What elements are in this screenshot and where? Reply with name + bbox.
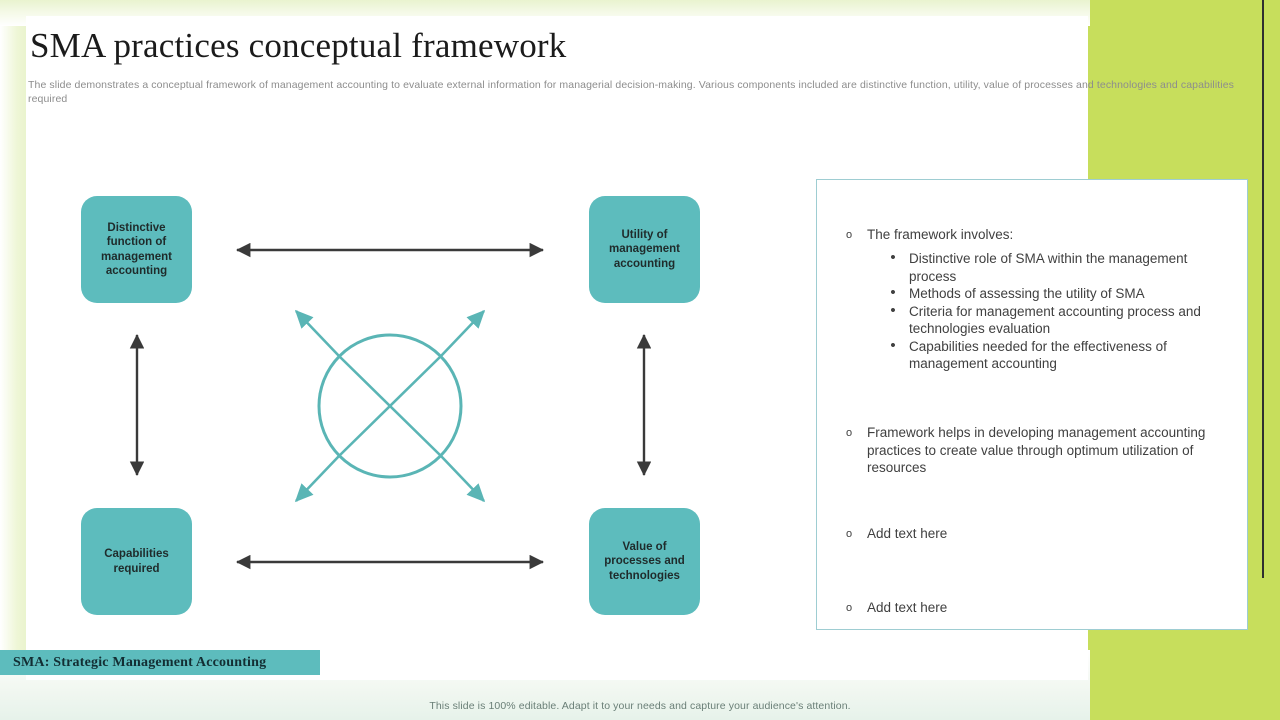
decorative-green-band-bottom — [1088, 648, 1280, 720]
node-value-processes[interactable]: Value of processes and technologies — [589, 508, 700, 615]
list-item-text: Criteria for management accounting proce… — [909, 303, 1201, 337]
panel-bullet-4[interactable]: o Add text here — [845, 599, 1175, 617]
dot-bullet-icon: • — [890, 284, 896, 301]
decorative-vertical-rule — [1262, 0, 1264, 578]
panel-sub-list: • Distinctive role of SMA within the man… — [890, 250, 1230, 373]
panel-bullet-text: The framework involves: — [867, 227, 1014, 242]
panel-bullet-text: Add text here — [867, 526, 948, 541]
node-label: Value of processes and technologies — [604, 540, 685, 582]
list-item: • Distinctive role of SMA within the man… — [890, 250, 1230, 285]
list-item: • Capabilities needed for the effectiven… — [890, 336, 1230, 373]
list-item: • Methods of assessing the utility of SM… — [890, 285, 1230, 303]
circle-bullet-icon: o — [845, 427, 853, 439]
node-label: Capabilities required — [104, 548, 169, 575]
list-item-text: Capabilities needed for the effectivenes… — [909, 338, 1167, 372]
panel-bullet-text: Add text here — [867, 600, 948, 615]
editable-note: This slide is 100% editable. Adapt it to… — [429, 700, 851, 712]
legend-text: SMA: Strategic Management Accounting — [13, 654, 267, 670]
list-item: • Criteria for management accounting pro… — [890, 301, 1230, 338]
panel-bullet-2: o Framework helps in developing manageme… — [845, 424, 1220, 477]
side-panel: o The framework involves: • Distinctive … — [816, 179, 1248, 630]
dot-bullet-icon: • — [890, 301, 896, 319]
panel-bullet-3[interactable]: o Add text here — [845, 525, 1175, 543]
node-distinctive-function[interactable]: Distinctive function of management accou… — [81, 196, 192, 303]
node-capabilities[interactable]: Capabilities required — [81, 508, 192, 615]
circle-bullet-icon: o — [845, 602, 853, 614]
list-item-text: Methods of assessing the utility of SMA — [909, 286, 1145, 301]
node-label: Utility of management accounting — [609, 228, 680, 270]
node-label: Distinctive function of management accou… — [101, 221, 172, 278]
dot-bullet-icon: • — [890, 249, 896, 266]
circle-bullet-icon: o — [845, 229, 853, 241]
page-title: SMA practices conceptual framework — [30, 26, 567, 65]
panel-bullet-1: o The framework involves: — [845, 226, 1175, 244]
dot-bullet-icon: • — [890, 336, 896, 354]
list-item-text: Distinctive role of SMA within the manag… — [909, 251, 1188, 284]
node-utility[interactable]: Utility of management accounting — [589, 196, 700, 303]
legend-bar: SMA: Strategic Management Accounting — [0, 650, 320, 675]
panel-bullet-text: Framework helps in developing management… — [867, 425, 1206, 475]
circle-bullet-icon: o — [845, 528, 853, 540]
page-subtitle: The slide demonstrates a conceptual fram… — [28, 79, 1235, 105]
